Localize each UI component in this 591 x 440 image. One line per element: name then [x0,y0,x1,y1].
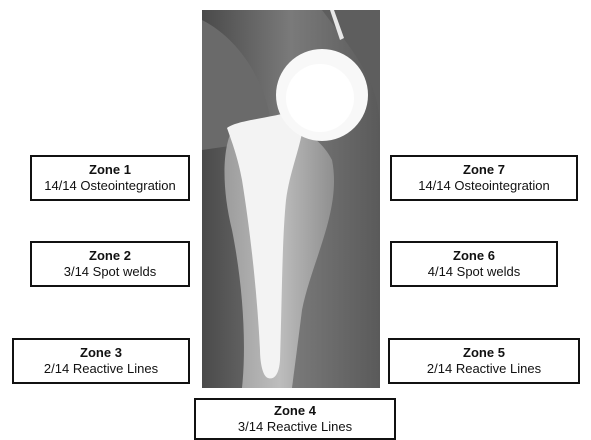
zone-6-box: Zone 6 4/14 Spot welds [390,241,558,287]
zone-4-value: 3/14 Reactive Lines [196,419,394,435]
xray-image [202,10,380,388]
zone-7-box: Zone 7 14/14 Osteointegration [390,155,578,201]
zone-3-box: Zone 3 2/14 Reactive Lines [12,338,190,384]
zone-2-value: 3/14 Spot welds [32,264,188,280]
hip-prosthesis-radiograph [202,10,380,388]
zone-2-box: Zone 2 3/14 Spot welds [30,241,190,287]
zone-4-title: Zone 4 [196,403,394,419]
zone-1-title: Zone 1 [32,162,188,178]
zone-3-value: 2/14 Reactive Lines [14,361,188,377]
zone-6-title: Zone 6 [392,248,556,264]
zone-2-title: Zone 2 [32,248,188,264]
zone-5-box: Zone 5 2/14 Reactive Lines [388,338,580,384]
zone-3-title: Zone 3 [14,345,188,361]
zone-7-title: Zone 7 [392,162,576,178]
zone-5-title: Zone 5 [390,345,578,361]
femoral-head [286,64,354,132]
zone-6-value: 4/14 Spot welds [392,264,556,280]
zone-5-value: 2/14 Reactive Lines [390,361,578,377]
zone-7-value: 14/14 Osteointegration [392,178,576,194]
zone-4-box: Zone 4 3/14 Reactive Lines [194,398,396,440]
zone-1-box: Zone 1 14/14 Osteointegration [30,155,190,201]
zone-1-value: 14/14 Osteointegration [32,178,188,194]
